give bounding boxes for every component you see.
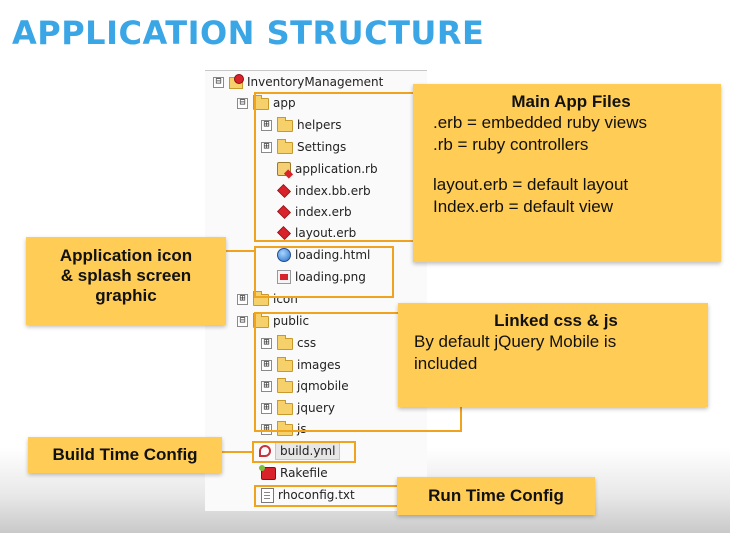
callout-heading: Linked css & js (494, 311, 618, 330)
project-tree (205, 70, 427, 511)
tree-item-rhoconfig[interactable]: rhoconfig.txt (261, 485, 355, 505)
callout-line: Index.erb = default view (433, 197, 614, 216)
build-time-config-callout: Build Time Config (28, 437, 222, 473)
app-icon-callout: Application icon & splash screen graphic (26, 237, 226, 325)
tree-item-application-rb[interactable]: application.rb (261, 159, 378, 179)
tree-item-label: images (297, 358, 341, 372)
tree-item-jqmobile[interactable]: ⊞ jqmobile (261, 376, 349, 396)
folder-icon (277, 400, 293, 415)
main-app-files-callout: Main App Files .erb = embedded ruby view… (413, 84, 721, 262)
text-file-icon (261, 487, 274, 503)
image-file-icon (277, 270, 291, 284)
rake-file-icon (259, 464, 276, 480)
tree-item-helpers[interactable]: ⊞ helpers (261, 115, 342, 135)
tree-item-index-erb[interactable]: index.erb (261, 202, 352, 222)
callout-line: included (414, 354, 478, 373)
collapse-toggle[interactable]: ⊟ (237, 97, 248, 109)
tree-item-label: index.bb.erb (295, 184, 371, 198)
callout-line: .rb = ruby controllers (433, 135, 589, 154)
expand-toggle[interactable]: ⊞ (261, 359, 272, 371)
tree-item-label: loading.png (295, 270, 366, 284)
tree-item-css[interactable]: ⊞ css (261, 333, 316, 353)
callout-line: graphic (95, 286, 157, 305)
callout-label: Run Time Config (428, 486, 564, 505)
tree-item-jquery[interactable]: ⊞ jquery (261, 398, 335, 418)
tree-item-label: Rakefile (280, 466, 328, 480)
expand-toggle[interactable]: ⊞ (261, 380, 272, 392)
folder-icon (277, 117, 293, 132)
linked-css-js-callout: Linked css & js By default jQuery Mobile… (398, 303, 708, 407)
yml-file-icon (259, 445, 271, 457)
tree-item-label: jquery (297, 401, 335, 415)
tree-item-label: rhoconfig.txt (278, 488, 355, 502)
tree-item-loading-html[interactable]: loading.html (261, 245, 370, 265)
tree-item-label: css (297, 336, 317, 350)
collapse-toggle[interactable]: ⊟ (237, 315, 248, 327)
tree-item-index-bb-erb[interactable]: index.bb.erb (261, 181, 371, 201)
project-icon (229, 74, 244, 89)
callout-line: .erb = embedded ruby views (433, 113, 648, 132)
tree-item-label: index.erb (295, 205, 352, 219)
tree-item-loading-png[interactable]: loading.png (261, 267, 366, 287)
expand-toggle[interactable]: ⊞ (261, 337, 272, 349)
tree-item-label: js (297, 422, 307, 436)
app-files-bracket (254, 92, 424, 242)
tree-item-layout-erb[interactable]: layout.erb (261, 223, 356, 243)
rhoconfig-bracket (254, 485, 399, 507)
build-bracket (252, 441, 356, 463)
expand-toggle[interactable]: ⊞ (237, 293, 248, 305)
slide-title: APPLICATION STRUCTURE (12, 14, 485, 52)
tree-item-label: icon (273, 292, 298, 306)
tree-item-inventorymanagement[interactable]: ⊟ InventoryManagement (213, 72, 383, 92)
folder-icon (277, 378, 293, 393)
tree-item-label: application.rb (295, 162, 378, 176)
callout-heading: Main App Files (511, 92, 631, 111)
folder-icon (253, 95, 269, 110)
tree-item-settings[interactable]: ⊞ Settings (261, 137, 346, 157)
tree-item-rakefile[interactable]: Rakefile (259, 463, 328, 483)
folder-icon (277, 335, 293, 350)
callout-line: & splash screen (60, 266, 192, 285)
callout-line: By default jQuery Mobile is (414, 332, 617, 351)
tree-item-label: InventoryManagement (247, 75, 384, 89)
folder-icon (277, 139, 293, 154)
splash-files-bracket (254, 246, 394, 298)
tree-item-label: helpers (297, 118, 342, 132)
tree-item-label: Settings (297, 140, 347, 154)
tree-item-images[interactable]: ⊞ images (261, 355, 341, 375)
expand-toggle[interactable]: ⊞ (261, 119, 272, 131)
callout-line: layout.erb = default layout (433, 175, 629, 194)
callout-line: Application icon (59, 246, 193, 265)
callout-label: Build Time Config (52, 445, 198, 464)
tree-item-label: loading.html (295, 248, 371, 262)
expand-toggle[interactable]: ⊞ (261, 423, 272, 435)
tree-item-label: public (273, 314, 310, 328)
tree-item-app[interactable]: ⊟ app (237, 93, 296, 113)
ruby-file-icon (277, 162, 291, 176)
splash-connector (226, 250, 256, 252)
build-connector (222, 451, 254, 453)
folder-icon (277, 357, 293, 372)
expand-toggle[interactable]: ⊞ (261, 141, 272, 153)
globe-icon (277, 248, 291, 262)
tree-item-label: app (273, 96, 296, 110)
expand-toggle[interactable]: ⊞ (261, 402, 272, 414)
tree-item-label: layout.erb (295, 226, 357, 240)
collapse-toggle[interactable]: ⊟ (213, 76, 224, 88)
tree-item-label: jqmobile (297, 379, 349, 393)
run-time-config-callout: Run Time Config (397, 477, 595, 515)
